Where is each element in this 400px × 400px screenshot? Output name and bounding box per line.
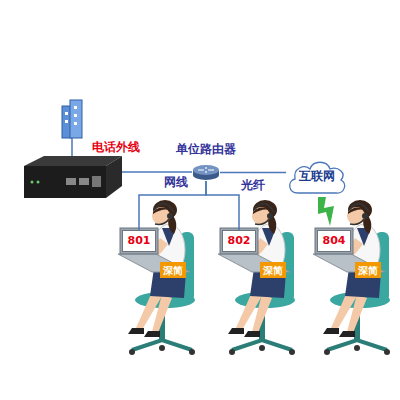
note-label: 电话外线	[92, 141, 140, 154]
brand-text: 深简	[358, 265, 378, 276]
brand-text: 深简	[163, 265, 183, 276]
router-label: 单位路由器	[176, 143, 236, 156]
network-connector	[220, 172, 286, 174]
brand-tag: 深简	[260, 262, 286, 278]
router-shape	[192, 164, 220, 181]
agent-figure	[118, 200, 195, 355]
internet-cloud: 互联网	[286, 158, 348, 196]
extension-number: 804	[323, 235, 346, 247]
laptop-screen: 801	[122, 230, 156, 252]
laptop-screen: 802	[222, 230, 256, 252]
cloud-label: 互联网	[299, 170, 335, 183]
brand-tag: 深简	[355, 262, 381, 278]
network-cable	[122, 171, 192, 173]
brand-text: 深简	[263, 265, 283, 276]
building-icon	[62, 100, 82, 138]
gateway-device	[24, 156, 122, 198]
network-connector	[206, 181, 239, 230]
brand-tag: 深简	[160, 262, 186, 278]
agent-figure	[313, 200, 390, 355]
extension-number: 801	[128, 235, 151, 247]
note-label: 网线	[164, 176, 188, 189]
wireless-symbol	[318, 197, 334, 226]
agent-figure	[218, 200, 295, 355]
connector-label: 光纤	[240, 179, 266, 192]
laptop-screen: 804	[317, 230, 351, 252]
extension-number: 802	[228, 235, 251, 247]
phone-line	[71, 138, 73, 158]
router-icon: 单位路由器	[192, 164, 220, 181]
